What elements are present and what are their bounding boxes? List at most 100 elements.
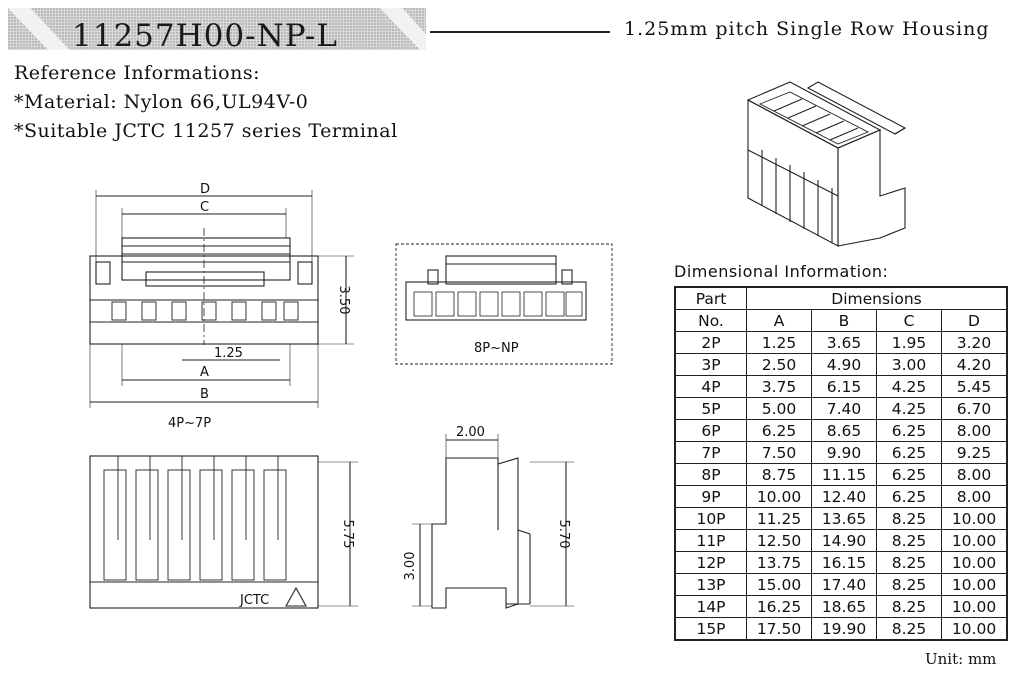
dim-a-label: A bbox=[200, 365, 209, 380]
cell-part: 8P bbox=[674, 463, 747, 486]
cell-d: 10.00 bbox=[941, 529, 1008, 552]
cell-part: 4P bbox=[674, 375, 747, 398]
header-col-a: A bbox=[746, 309, 812, 332]
cell-d: 5.45 bbox=[941, 375, 1008, 398]
cell-d: 10.00 bbox=[941, 617, 1008, 641]
cell-c: 6.25 bbox=[876, 463, 942, 486]
unit-note: Unit: mm bbox=[925, 650, 997, 668]
cell-b: 6.15 bbox=[811, 375, 877, 398]
front-view-caption: 4P~7P bbox=[168, 416, 211, 431]
cell-c: 8.25 bbox=[876, 551, 942, 574]
cell-b: 3.65 bbox=[811, 331, 877, 354]
header-col-b: B bbox=[811, 309, 877, 332]
dim-height-label: 3.50 bbox=[336, 286, 351, 315]
header-dimensions: Dimensions bbox=[746, 286, 1008, 310]
dim-b-label: B bbox=[200, 387, 209, 402]
cell-c: 1.95 bbox=[876, 331, 942, 354]
title-leader-line bbox=[430, 31, 610, 33]
cell-a: 13.75 bbox=[746, 551, 812, 574]
cell-c: 4.25 bbox=[876, 397, 942, 420]
cell-c: 6.25 bbox=[876, 485, 942, 508]
front-view bbox=[89, 190, 354, 408]
cell-b: 14.90 bbox=[811, 529, 877, 552]
cell-a: 17.50 bbox=[746, 617, 812, 641]
side-view bbox=[412, 434, 574, 609]
cell-c: 8.25 bbox=[876, 529, 942, 552]
header-part: Part bbox=[674, 286, 747, 310]
cell-d: 4.20 bbox=[941, 353, 1008, 376]
cell-part: 10P bbox=[674, 507, 747, 530]
cell-part: 2P bbox=[674, 331, 747, 354]
cell-c: 4.25 bbox=[876, 375, 942, 398]
cell-b: 19.90 bbox=[811, 617, 877, 641]
part-number-title: 11257H00-NP-L bbox=[72, 18, 338, 54]
header-col-d: D bbox=[941, 309, 1008, 332]
dim-c-label: C bbox=[200, 200, 209, 215]
cell-part: 9P bbox=[674, 485, 747, 508]
cell-part: 5P bbox=[674, 397, 747, 420]
cell-d: 8.00 bbox=[941, 463, 1008, 486]
side-height-label: 5.70 bbox=[556, 520, 571, 549]
cell-b: 8.65 bbox=[811, 419, 877, 442]
cell-d: 8.00 bbox=[941, 419, 1008, 442]
cell-b: 11.15 bbox=[811, 463, 877, 486]
cell-b: 12.40 bbox=[811, 485, 877, 508]
cell-b: 4.90 bbox=[811, 353, 877, 376]
side-lower-label: 3.00 bbox=[403, 552, 418, 581]
cell-c: 8.25 bbox=[876, 507, 942, 530]
cell-part: 13P bbox=[674, 573, 747, 596]
cell-b: 16.15 bbox=[811, 551, 877, 574]
cell-c: 6.25 bbox=[876, 419, 942, 442]
cell-part: 11P bbox=[674, 529, 747, 552]
cell-d: 3.20 bbox=[941, 331, 1008, 354]
cell-a: 2.50 bbox=[746, 353, 812, 376]
cell-part: 12P bbox=[674, 551, 747, 574]
cell-d: 6.70 bbox=[941, 397, 1008, 420]
terminal-note: *Suitable JCTC 11257 series Terminal bbox=[14, 120, 398, 142]
header-col-c: C bbox=[876, 309, 942, 332]
cell-a: 15.00 bbox=[746, 573, 812, 596]
banner-background bbox=[8, 8, 426, 50]
side-width-label: 2.00 bbox=[456, 425, 485, 440]
cell-d: 10.00 bbox=[941, 573, 1008, 596]
cell-a: 10.00 bbox=[746, 485, 812, 508]
material-note: *Material: Nylon 66,UL94V-0 bbox=[14, 91, 309, 113]
cell-d: 10.00 bbox=[941, 507, 1008, 530]
cell-a: 8.75 bbox=[746, 463, 812, 486]
cell-c: 8.25 bbox=[876, 595, 942, 618]
header-no: No. bbox=[674, 309, 747, 332]
dim-d-label: D bbox=[200, 182, 210, 197]
cell-b: 17.40 bbox=[811, 573, 877, 596]
cell-d: 9.25 bbox=[941, 441, 1008, 464]
cell-part: 15P bbox=[674, 617, 747, 641]
cell-b: 18.65 bbox=[811, 595, 877, 618]
alt-view-caption: 8P~NP bbox=[474, 341, 519, 356]
cell-d: 10.00 bbox=[941, 551, 1008, 574]
cell-a: 6.25 bbox=[746, 419, 812, 442]
cell-b: 9.90 bbox=[811, 441, 877, 464]
bottom-height-label: 5.75 bbox=[340, 520, 355, 549]
cell-part: 3P bbox=[674, 353, 747, 376]
cell-c: 3.00 bbox=[876, 353, 942, 376]
cell-a: 3.75 bbox=[746, 375, 812, 398]
cell-a: 1.25 bbox=[746, 331, 812, 354]
table-title: Dimensional Information: bbox=[674, 262, 889, 281]
cell-a: 7.50 bbox=[746, 441, 812, 464]
cell-b: 13.65 bbox=[811, 507, 877, 530]
cell-part: 6P bbox=[674, 419, 747, 442]
